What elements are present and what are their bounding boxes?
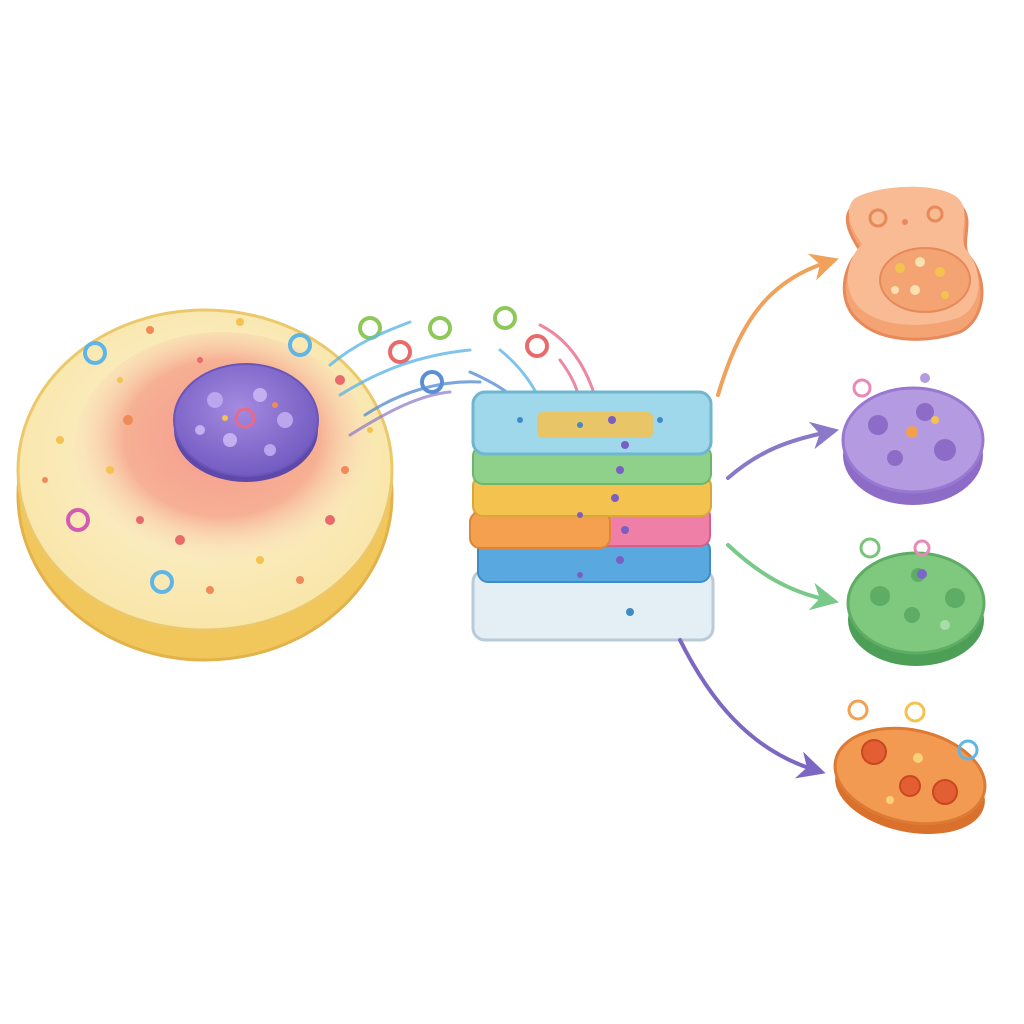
nucleus-icon <box>173 363 319 482</box>
molecule-ring-icon <box>428 316 452 340</box>
molecule-ring-icon <box>493 306 517 330</box>
curved-arrow-icon <box>726 543 839 611</box>
layer-stack-icon <box>469 390 715 642</box>
molecule-ring-icon <box>420 370 444 394</box>
output-cell-1 <box>842 186 984 341</box>
molecule-ring-icon <box>525 334 549 358</box>
curved-arrow-icon <box>678 638 826 779</box>
source-cell-icon <box>16 308 394 662</box>
molecule-ring-icon <box>388 340 412 364</box>
curved-arrow-icon <box>726 421 839 480</box>
stack-layer-orange <box>469 511 611 549</box>
transfer-molecules <box>328 306 602 437</box>
curved-arrow-icon <box>716 253 839 397</box>
output-cell-4 <box>833 699 987 835</box>
output-arrows <box>678 253 839 779</box>
output-cell-2 <box>841 373 985 505</box>
output-cell-3 <box>846 537 986 666</box>
